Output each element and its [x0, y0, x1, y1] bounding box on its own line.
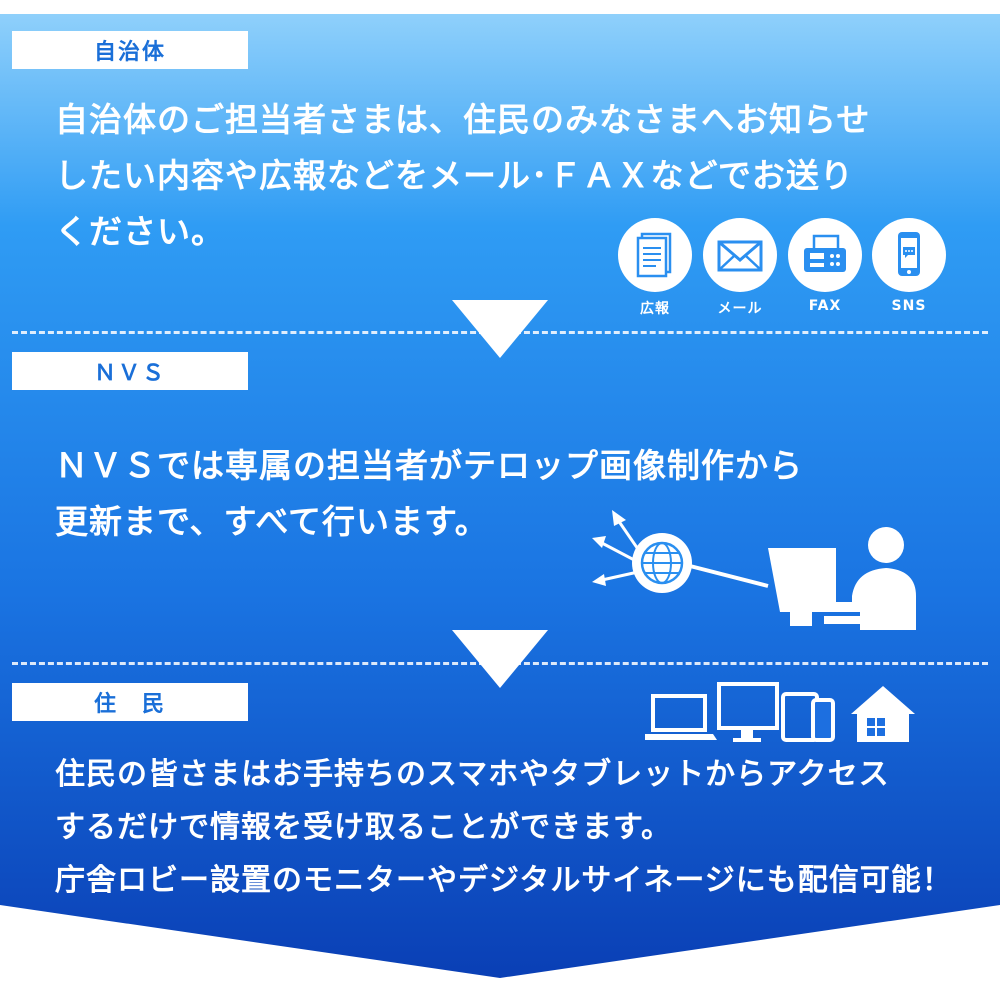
- icon-label-mail: メール: [717, 301, 763, 317]
- icon-label-fax: FAX: [808, 298, 842, 314]
- section1-line-2: したい内容や広報などをメール･ＦＡＸなどでお送り: [55, 156, 854, 195]
- devices-icon: [645, 682, 915, 742]
- section1-text: 自治体のご担当者さまは、住民のみなさまへお知らせ したい内容や広報などをメール･…: [55, 92, 870, 260]
- section1-line-3: ください。: [55, 212, 225, 251]
- newsletter-icon: [618, 218, 692, 292]
- section-label-municipality: 自治体: [12, 31, 248, 69]
- section1-line-1: 自治体のご担当者さまは、住民のみなさまへお知らせ: [55, 100, 871, 139]
- icon-label-sns: SNS: [891, 298, 927, 314]
- down-arrow-1: [452, 300, 548, 358]
- section3-text: 住民の皆さまはお手持ちのスマホやタブレットからアクセス するだけで情報を受け取る…: [55, 748, 953, 907]
- section3-line-3: 庁舎ロビー設置のモニターやデジタルサイネージにも配信可能！: [55, 863, 953, 898]
- divider-2: [12, 662, 988, 665]
- down-arrow-2: [452, 630, 548, 688]
- section3-line-1: 住民の皆さまはお手持ちのスマホやタブレットからアクセス: [55, 757, 890, 792]
- mail-icon: [703, 218, 777, 292]
- section2-line-1: ＮＶＳでは専属の担当者がテロップ画像制作から: [55, 446, 803, 485]
- smartphone-icon: [872, 218, 946, 292]
- icon-label-newsletter: 広報: [640, 301, 670, 317]
- section3-line-2: するだけで情報を受け取ることができます。: [55, 810, 672, 845]
- section2-line-2: 更新まで、すべて行います。: [55, 502, 489, 541]
- operator-globe-icon: [592, 510, 916, 630]
- section-label-nvs: ＮＶＳ: [12, 352, 248, 390]
- section2-text: ＮＶＳでは専属の担当者がテロップ画像制作から 更新まで、すべて行います。: [55, 438, 803, 550]
- divider-1: [12, 331, 988, 334]
- fax-icon: [788, 218, 862, 292]
- section-label-residents: 住 民: [12, 683, 248, 721]
